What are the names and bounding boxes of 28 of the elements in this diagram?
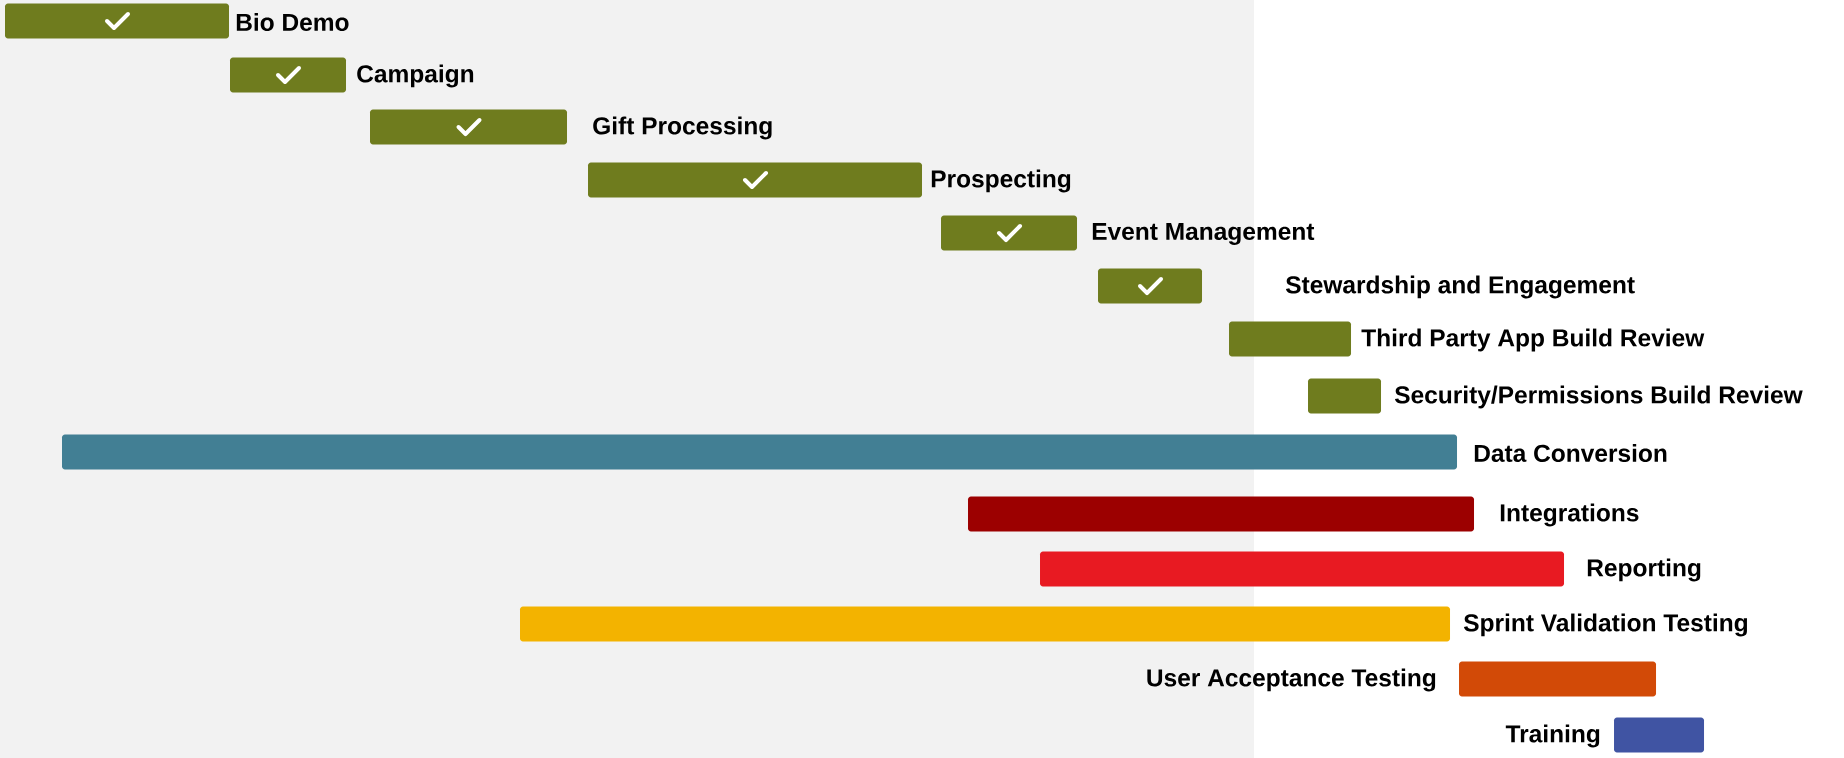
bar-label: Data Conversion <box>1474 444 1667 462</box>
bar-label: Sprint Validation Testing <box>1463 613 1748 637</box>
bar-label: Integrations <box>1500 503 1639 527</box>
gantt-bar <box>1614 717 1704 753</box>
gantt-bar <box>62 434 1457 470</box>
gantt-bar <box>1229 321 1351 357</box>
bar-label: Training <box>1505 724 1600 748</box>
gantt-bar <box>230 57 346 93</box>
gantt-bar <box>370 109 567 145</box>
gantt-bar <box>1459 661 1656 697</box>
bar-label: Prospecting <box>931 169 1071 193</box>
gantt-bar <box>1308 378 1381 414</box>
bar-label: Gift Processing <box>593 116 772 140</box>
bar-label: Stewardship and Engagement <box>1285 275 1635 299</box>
gantt-bar <box>520 606 1450 642</box>
gantt-bar <box>941 215 1077 251</box>
gantt-bar <box>968 496 1474 532</box>
bar-label: Campaign <box>357 64 474 88</box>
bar-label: Reporting <box>1587 558 1701 582</box>
bar-label: Security/Permissions Build Review <box>1394 385 1803 409</box>
gantt-bar <box>1098 268 1202 304</box>
gantt-bar <box>1040 551 1564 587</box>
bar-label: User Acceptance Testing <box>1147 668 1436 692</box>
bar-label: Event Management <box>1092 223 1315 246</box>
gantt-bar <box>5 3 229 39</box>
bar-label: Third Party App Build Review <box>1361 328 1705 352</box>
bar-label: Bio Demo <box>236 13 349 31</box>
gantt-bar <box>588 162 922 198</box>
